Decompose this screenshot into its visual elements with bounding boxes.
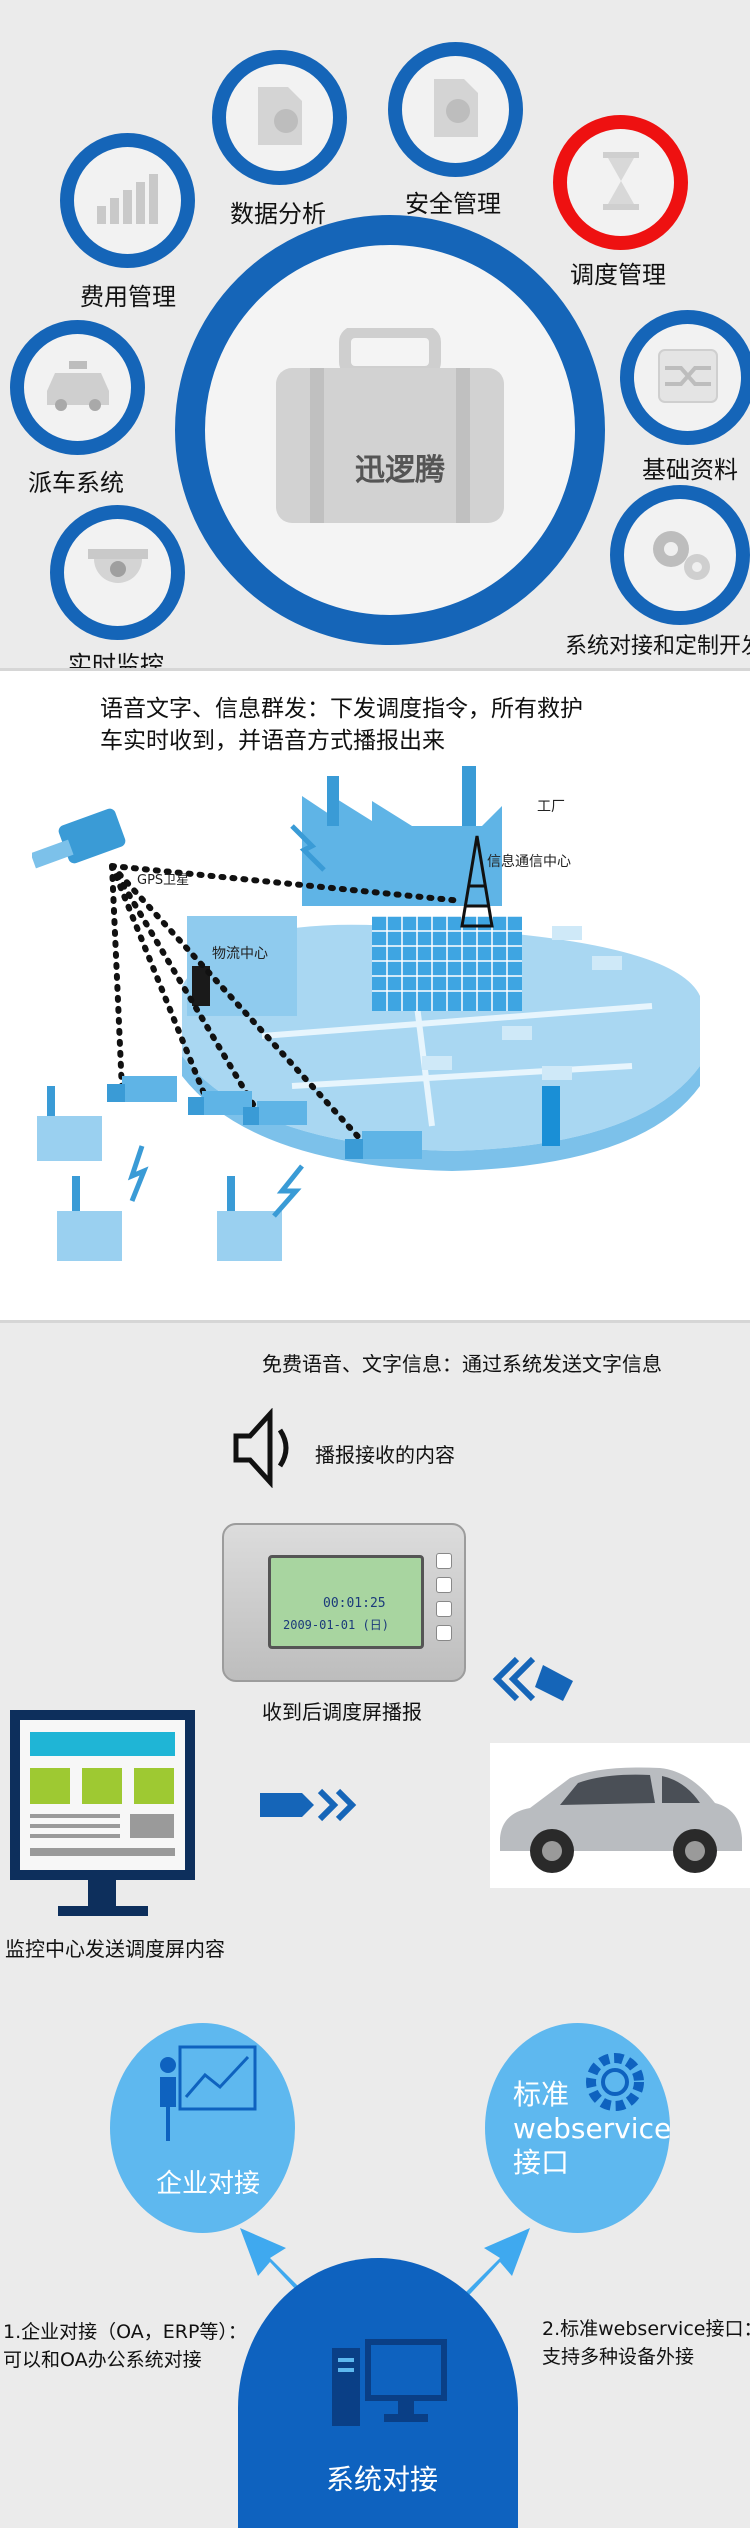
factory-label: 工厂 xyxy=(537,799,565,815)
device-button[interactable] xyxy=(436,1625,452,1641)
broadcast-line-2: 车实时收到，并语音方式播报出来 xyxy=(100,728,445,754)
device-button[interactable] xyxy=(436,1553,452,1569)
bar-chart-icon xyxy=(95,173,161,228)
webservice-line-3: 接口 xyxy=(513,2146,570,2179)
dispatch-mgmt-label: 调度管理 xyxy=(570,261,666,289)
central-ring: 迅逻腾 xyxy=(175,215,605,645)
webservice-line-2: webservice xyxy=(513,2112,672,2145)
dispatch-car-label: 派车系统 xyxy=(28,469,124,497)
monitor-icon xyxy=(10,1710,195,1929)
monitor-caption: 监控中心发送调度屏内容 xyxy=(5,1937,225,1961)
messaging-section: 免费语音、文字信息：通过系统发送文字信息 播报接收的内容 00:01:25 20… xyxy=(0,1320,750,2528)
system-integration-label: 系统对接 xyxy=(326,2463,439,2496)
device-caption: 收到后调度屏播报 xyxy=(262,1700,422,1724)
gear-icon xyxy=(580,2047,650,2121)
truck xyxy=(345,1131,422,1159)
webservice-label: 标准 webservice 接口 xyxy=(513,2078,671,2180)
device-button[interactable] xyxy=(436,1601,452,1617)
taxi-icon xyxy=(45,360,111,415)
factory-building xyxy=(302,796,502,906)
webservice-note-line-2: 支持多种设备外接 xyxy=(542,2346,695,2368)
cost-mgmt-ring[interactable] xyxy=(60,133,195,268)
hourglass-icon xyxy=(602,151,639,214)
center-logo: 迅逻腾 xyxy=(355,453,445,488)
speaker-icon xyxy=(232,1407,302,1492)
realtime-ring[interactable] xyxy=(50,505,185,640)
device-button[interactable] xyxy=(436,1577,452,1593)
system-integration-dome[interactable]: 系统对接 xyxy=(238,2258,518,2528)
feature-overview-section: 迅逻腾 数据分析 安全管理 调度管理 费用管理 基础资料 xyxy=(0,0,750,668)
dispatch-mgmt-ring[interactable] xyxy=(553,115,688,250)
webservice-line-1: 标准 xyxy=(513,2078,570,2111)
enterprise-integration-circle[interactable]: 企业对接 xyxy=(110,2023,295,2233)
gps-label: GPS卫星 xyxy=(137,873,189,888)
data-analysis-ring[interactable] xyxy=(212,50,347,185)
webservice-note-line-1: 2.标准webservice接口： xyxy=(542,2318,750,2340)
dispatch-screen-device: 00:01:25 2009-01-01 (日) xyxy=(222,1523,466,1682)
gear-icon xyxy=(645,523,715,587)
arrow-right-icon xyxy=(258,1785,358,1829)
messaging-title: 免费语音、文字信息：通过系统发送文字信息 xyxy=(262,1352,662,1376)
data-analysis-label: 数据分析 xyxy=(230,200,326,228)
info-center-label: 信息通信中心 xyxy=(487,853,571,870)
enterprise-note: 1.企业对接（OA，ERP等）： 可以和OA办公系统对接 xyxy=(3,2318,247,2374)
cost-mgmt-label: 费用管理 xyxy=(80,283,176,311)
camera-dome-icon xyxy=(86,547,150,599)
broadcast-description: 语音文字、信息群发：下发调度指令，所有救护 车实时收到，并语音方式播报出来 xyxy=(100,693,583,757)
truck xyxy=(243,1101,307,1125)
document-icon xyxy=(428,77,484,143)
radio-tower xyxy=(460,835,494,928)
transfer-icon xyxy=(657,348,719,408)
computer-icon xyxy=(328,2338,448,2437)
security-label: 安全管理 xyxy=(405,190,501,218)
integration-label: 系统对接和定制开发 xyxy=(565,634,750,659)
realtime-label: 实时监控 xyxy=(68,651,164,668)
base-info-label: 基础资料 xyxy=(642,456,738,484)
device-lcd: 00:01:25 2009-01-01 (日) xyxy=(268,1555,424,1649)
arrow-left-icon xyxy=(485,1653,575,1712)
briefcase-icon xyxy=(270,326,510,532)
car-image xyxy=(490,1743,750,1888)
document-icon xyxy=(252,85,308,151)
enterprise-note-line-2: 可以和OA办公系统对接 xyxy=(3,2349,202,2371)
logistics-label: 物流中心 xyxy=(212,946,268,962)
security-ring[interactable] xyxy=(388,42,523,177)
base-info-ring[interactable] xyxy=(620,310,750,445)
presentation-board-icon xyxy=(150,2043,260,2147)
enterprise-integration-label: 企业对接 xyxy=(156,2169,261,2199)
webservice-note: 2.标准webservice接口： 支持多种设备外接 xyxy=(542,2315,750,2371)
device-date: 2009-01-01 (日) xyxy=(283,1618,389,1632)
integration-ring[interactable] xyxy=(610,485,750,625)
gps-satellite xyxy=(32,808,126,869)
speaker-caption: 播报接收的内容 xyxy=(315,1443,455,1467)
device-time: 00:01:25 xyxy=(323,1596,386,1611)
broadcast-line-1: 语音文字、信息群发：下发调度指令，所有救护 xyxy=(100,696,583,722)
truck xyxy=(107,1076,177,1102)
webservice-circle[interactable]: 标准 webservice 接口 xyxy=(485,2023,671,2233)
info-center-block xyxy=(372,915,522,1011)
logistics-network-diagram: 工厂 信息通信中心 GPS卫星 物流中心 xyxy=(32,766,710,1301)
enterprise-note-line-1: 1.企业对接（OA，ERP等）： xyxy=(3,2321,247,2343)
dispatch-car-ring[interactable] xyxy=(10,320,145,455)
broadcast-section: 语音文字、信息群发：下发调度指令，所有救护 车实时收到，并语音方式播报出来 xyxy=(0,668,750,1323)
